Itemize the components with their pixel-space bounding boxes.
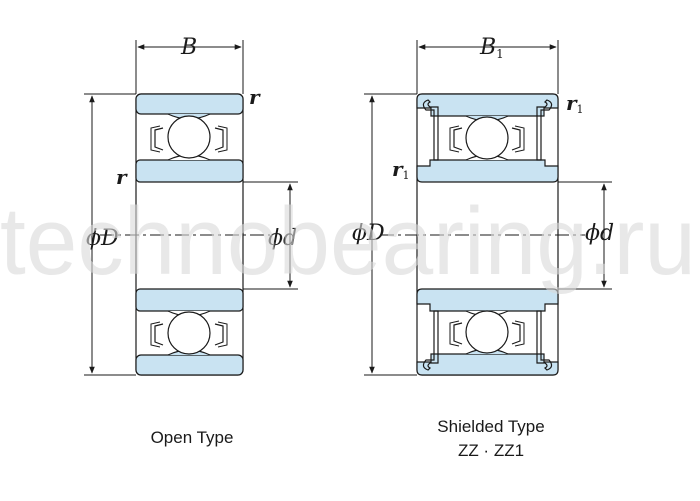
shielded-type-caption-line1: Shielded Type [437,417,544,436]
open-label-bore: ϕd [268,226,297,251]
open-top-cage-left [154,127,164,151]
open-label-r-top: r [249,85,261,109]
shielded-top-outer-ring [416,93,559,117]
open-label-outer-diameter: ϕD [86,226,119,251]
shielded-dimensions [364,40,612,376]
open-top-ball [167,115,211,159]
shielded-bottom-cage-right [511,322,521,345]
shielded-bottom-shield-right [536,310,553,371]
shielded-top-shield-left [422,99,439,161]
open-bottom-outer-ring [135,354,244,376]
shielded-label-b1: B1 [479,35,504,61]
shielded-label-bore: ϕd [585,221,614,246]
shielded-top-cage-left [453,127,463,151]
shielded-bottom-shield-left [422,310,439,371]
shielded-label-r1-side: r1 [392,157,410,182]
open-type-caption: Open Type [151,428,234,447]
shielded-top-inner-ring [416,159,559,183]
open-top-outer-ring [135,93,244,115]
open-top-inner-ring [135,159,244,183]
open-bottom-cage-left [154,323,164,346]
shielded-top-shield-right [536,99,553,161]
shielded-bottom-cage-left [453,322,463,345]
shielded-type-caption-line2: ZZ · ZZ1 [458,441,524,460]
open-label-b: B [180,35,197,60]
open-type-bearing [135,93,244,376]
open-top-cage-right [214,127,224,151]
open-bottom-ball [167,311,211,355]
shielded-bottom-ball [465,310,509,354]
watermark-text: technobearing.ru [0,188,696,295]
shielded-label-r1-top: r1 [566,91,584,116]
open-label-r-side: r [116,165,128,189]
shielded-top-ball [465,116,509,160]
shielded-top-cage-right [511,127,521,151]
open-bottom-cage-right [214,323,224,346]
shielded-label-outer-diameter: ϕD [352,221,385,246]
open-dimensions [84,40,298,376]
shielded-bottom-inner-ring [416,288,559,312]
shielded-bottom-outer-ring [416,353,559,376]
